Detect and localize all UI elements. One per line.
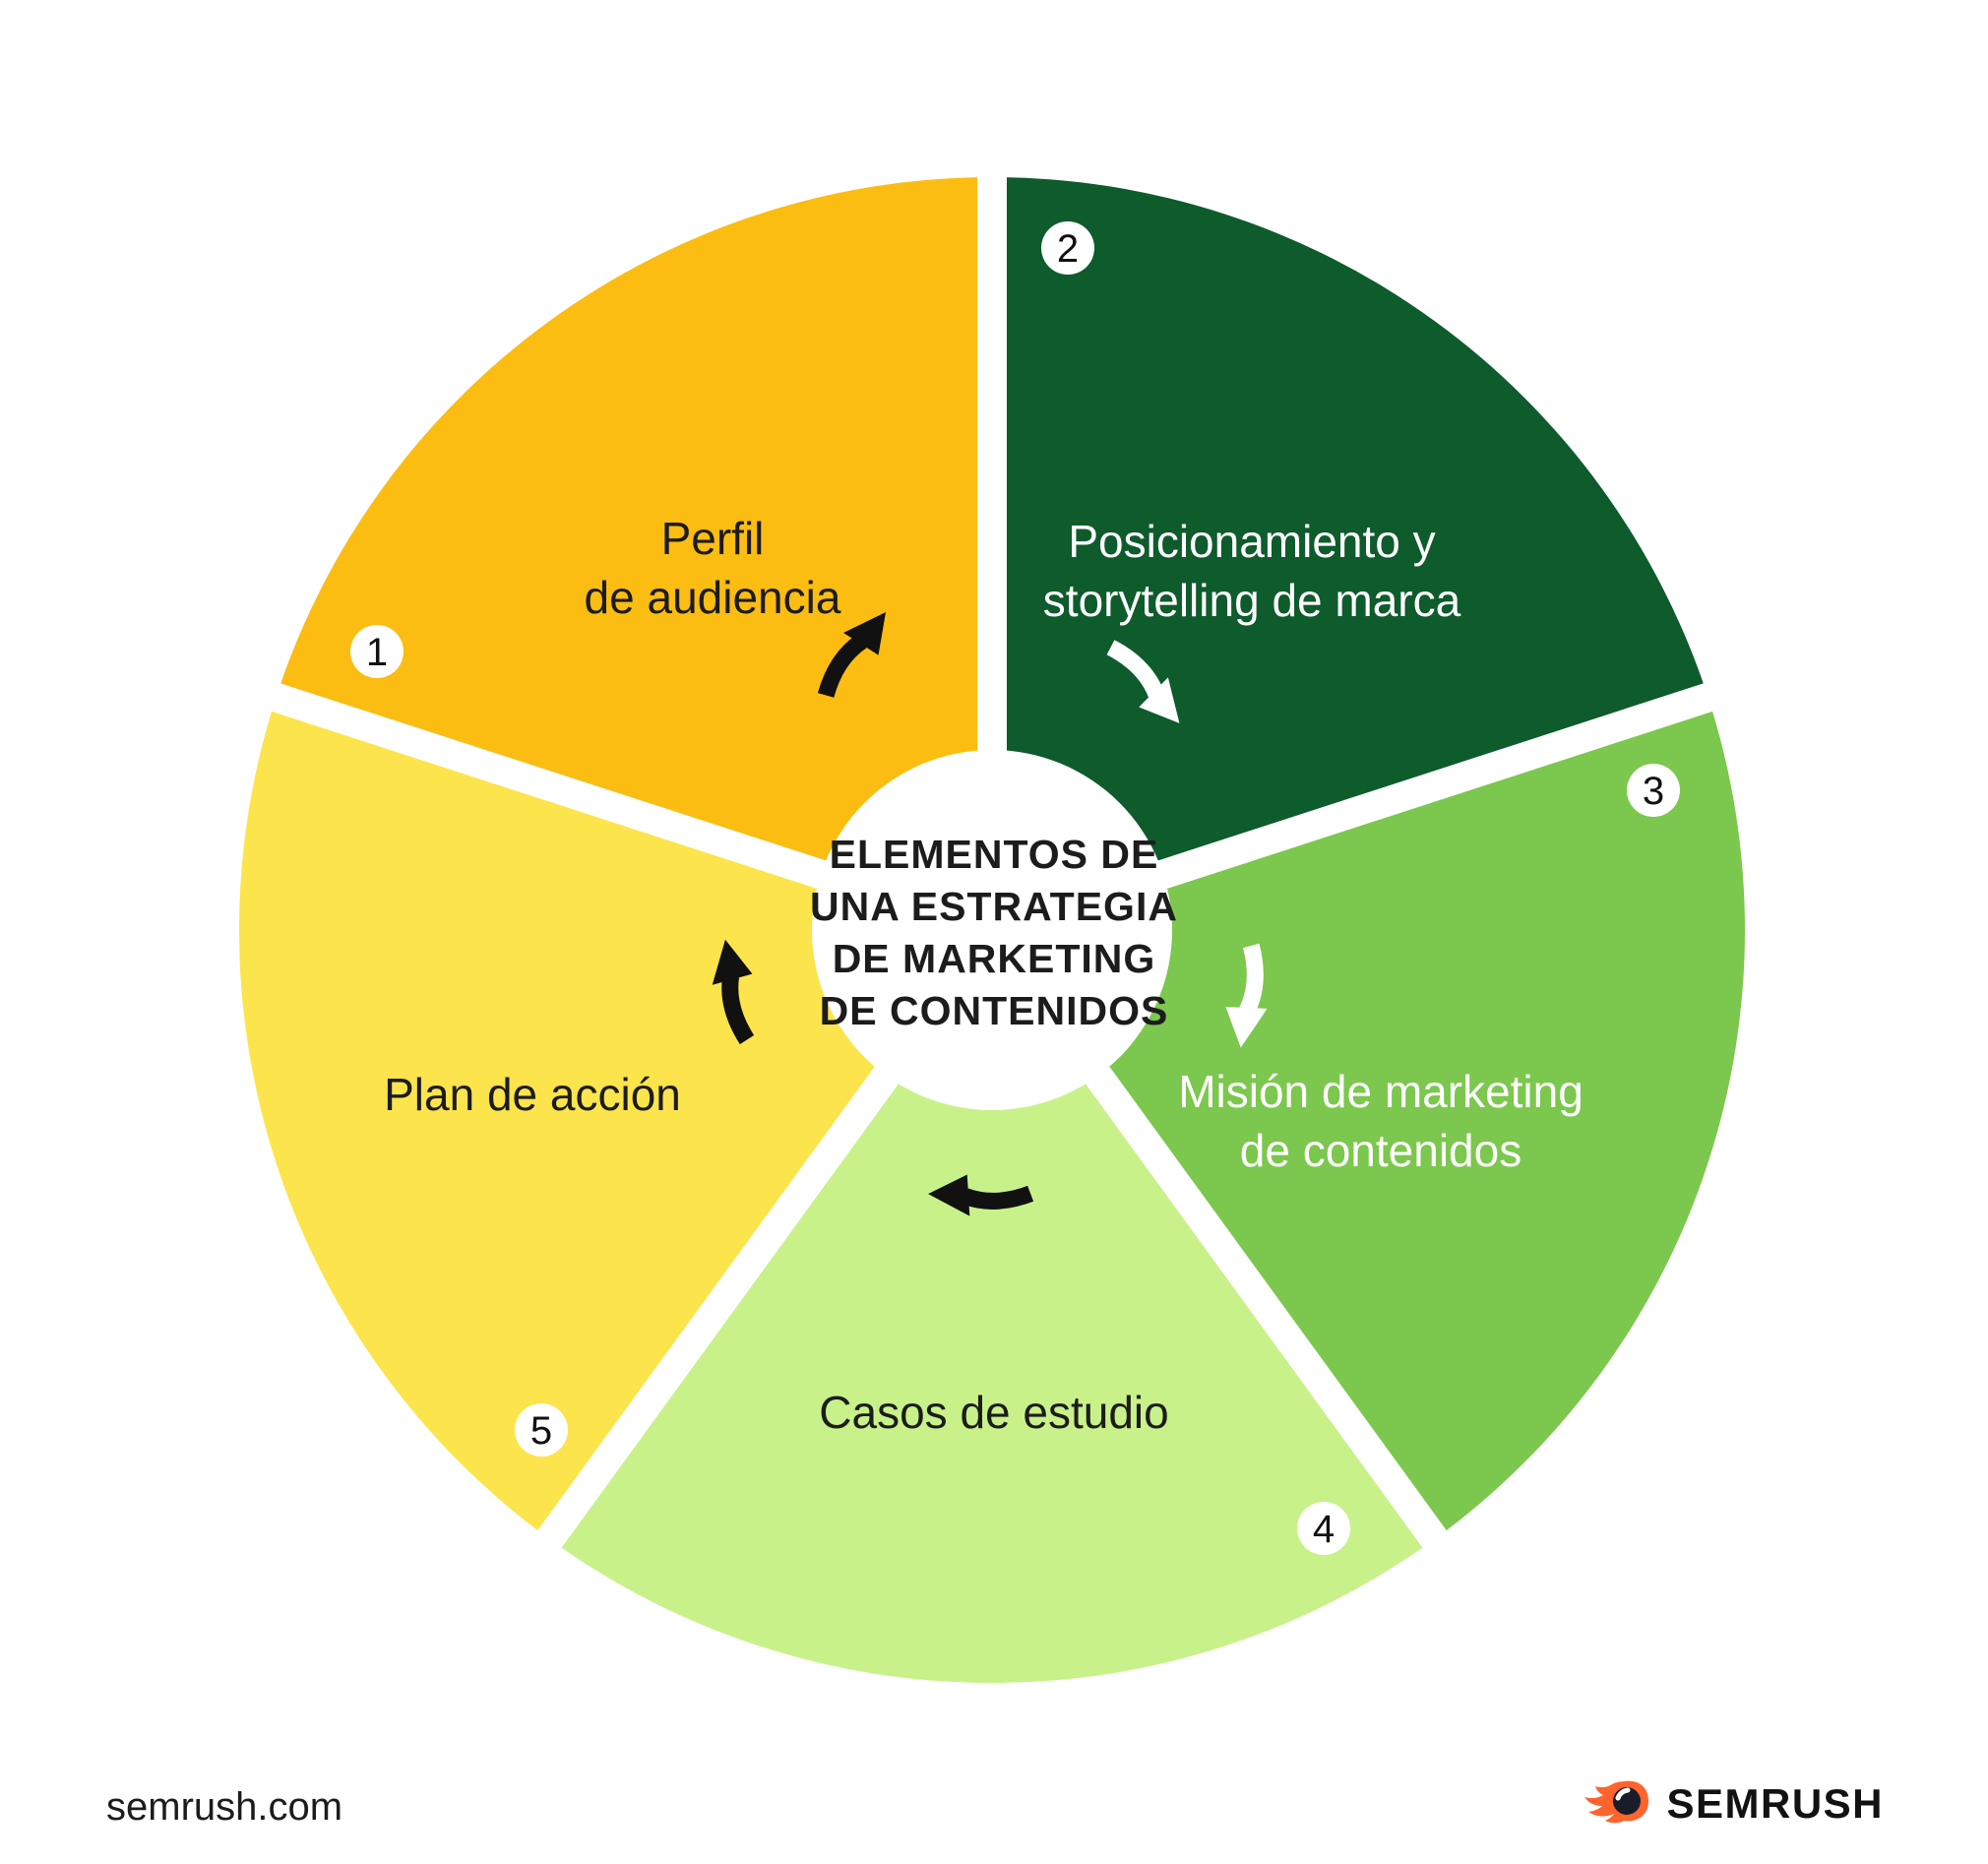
- segment-1-badge: [350, 625, 404, 678]
- segment-3-badge: [1627, 764, 1680, 817]
- segment-3-wedge: [992, 697, 1745, 1539]
- segment-2-badge-number: 2: [1057, 227, 1079, 271]
- segment-5-badge-number: 5: [530, 1409, 552, 1453]
- segment-2-badge: [1041, 221, 1094, 275]
- center-circle: [812, 750, 1172, 1110]
- segment-5-wedge: [239, 697, 993, 1539]
- segment-4-badge-number: 4: [1313, 1508, 1335, 1551]
- segment-5-cycle-arrow-icon: [712, 939, 755, 1045]
- segment-3-badge-number: 3: [1643, 770, 1664, 813]
- segment-5-label: Plan de acción: [384, 1069, 681, 1120]
- segment-1-badge-number: 1: [366, 631, 388, 674]
- segment-1-cycle-arrow-icon: [817, 612, 887, 698]
- segment-4-label: Casos de estudio: [819, 1387, 1169, 1438]
- website-text: semrush.com: [106, 1785, 343, 1829]
- segment-4-cycle-arrow-icon: [928, 1174, 1034, 1216]
- segment-5-badge: [515, 1403, 568, 1457]
- semrush-wordmark: SEMRUSH: [1666, 1779, 1884, 1827]
- semrush-flame-icon: [1584, 1777, 1652, 1830]
- segment-4-badge: [1297, 1502, 1350, 1555]
- semrush-logo: SEMRUSH: [1584, 1777, 1884, 1830]
- segment-4-wedge: [549, 930, 1435, 1683]
- segment-2-cycle-arrow-icon: [1106, 640, 1180, 723]
- segment-3-cycle-arrow-icon: [1225, 943, 1268, 1048]
